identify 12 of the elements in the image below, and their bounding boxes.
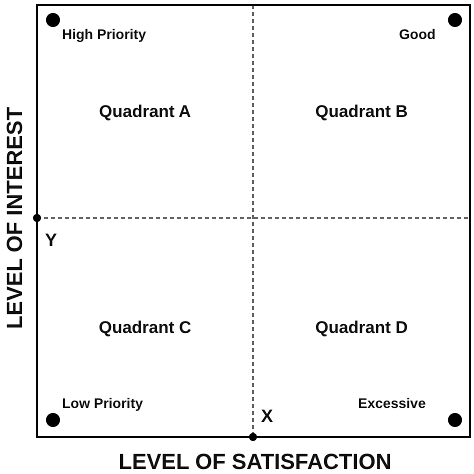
quadrant-label: Quadrant D: [315, 318, 408, 338]
corner-label: Low Priority: [62, 395, 143, 411]
axis-point-label: X: [261, 406, 274, 427]
corner-label: High Priority: [62, 26, 146, 42]
quadrant-label: Quadrant A: [99, 102, 191, 122]
quadrant-label: Quadrant B: [315, 102, 408, 122]
corner-label: Good: [399, 26, 436, 42]
axis-title: LEVEL OF SATISFACTION: [118, 449, 392, 474]
axis-point-label: Y: [45, 230, 58, 251]
corner-label: Excessive: [358, 395, 426, 411]
axis-title: LEVEL OF INTEREST: [2, 106, 28, 330]
quadrant-label: Quadrant C: [98, 318, 192, 338]
